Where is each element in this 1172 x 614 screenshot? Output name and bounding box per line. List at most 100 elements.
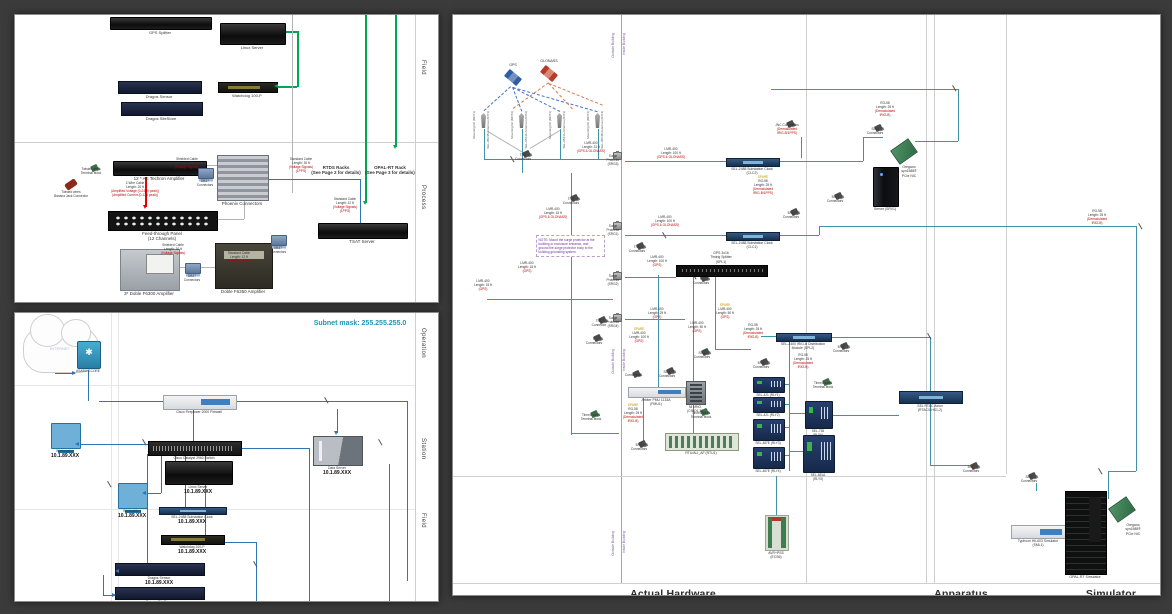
oregano-nic-2-icon xyxy=(1108,496,1136,523)
cable-spare-lmr400-50-text: SPARE xyxy=(719,302,731,307)
surge-protector-srg4-icon xyxy=(613,312,622,322)
connector-line xyxy=(571,173,572,435)
cable-lmr400-50-text: LMR-400 Length: 50 ft xyxy=(688,320,706,329)
arrowhead-icon xyxy=(143,205,147,209)
db37-connectors-b-text: DB37 Connectors xyxy=(269,245,287,254)
asa-firewall: ASA5506-CORE xyxy=(76,369,100,373)
db37-connectors-c-icon xyxy=(185,263,201,274)
connector-line xyxy=(487,299,613,300)
connector-line xyxy=(761,336,776,337)
cable-lmr400-15a: LMR-400 Length: 15 ft(GPS & GLONASS) xyxy=(539,207,567,219)
connector-line xyxy=(658,275,659,387)
bnc-connectors-1-text: BNC Connectors xyxy=(826,194,844,203)
connector-line xyxy=(693,403,694,433)
connector-line xyxy=(284,31,298,33)
cable-spare-rg58-25-f-text: RG-58 Length: 25 ft xyxy=(624,406,642,415)
connector-line xyxy=(1138,223,1143,230)
connector-line xyxy=(863,137,883,138)
cable-lmr400-100c: LMR-400 Length: 100 ft(GPS) xyxy=(647,255,667,267)
linux-server-icon xyxy=(220,23,286,45)
connector-line xyxy=(789,413,805,414)
rtds-racks-note-text: RTDS Racks (See Page 2 for details) xyxy=(311,164,361,176)
server-srv1-icon xyxy=(873,167,899,207)
glonass-satellite-icon xyxy=(539,64,559,83)
cable-standard-12b: Standard Cable Length: 12 ft(Voltage Sig… xyxy=(333,197,357,213)
bnc-connectors-1: BNC Connectors xyxy=(827,195,843,203)
connector-line xyxy=(88,367,89,401)
gps-satellite-icon xyxy=(503,68,523,87)
sel2400-irigb-spl2-icon xyxy=(776,333,832,342)
db37-connectors-a: DB37 Connectors xyxy=(197,179,213,187)
data-server-text: 10.1.89.XXX xyxy=(322,469,352,476)
glonass-satellite-text: GLONASS xyxy=(540,59,558,63)
cable-rg58-25-c-text: RG-58 Length: 25 ft xyxy=(744,322,762,331)
dragos-sitestore: Dragos SiteStore xyxy=(146,116,176,121)
linux-server: Linux Server xyxy=(241,45,263,50)
bnc-connectors-3: BNC Connectors xyxy=(833,345,849,353)
gps-splitter: GPS Splitter xyxy=(149,30,171,35)
connector-line xyxy=(819,226,820,235)
arbiter-pmu-1133a-text: Arbiter PMU 1133A (PMU1) xyxy=(641,397,671,406)
feedthrough-panel-text: Feed-through Panel (12 Channels) xyxy=(142,230,182,242)
mounting-kit-2: Mounting Kit (MNT2) xyxy=(510,111,514,139)
sel-rtac-axion: SEL RTAC Axion (RTAC/CHS1-2) xyxy=(917,404,942,413)
watchdog-100p-2-text: Watchdog 100-P xyxy=(179,544,205,549)
twisted-terminal-block-text: Twisted wires Terminal block xyxy=(80,166,102,175)
cable-shielded-30-text: (Voltage Signals) xyxy=(160,250,186,255)
connector-line xyxy=(776,476,777,517)
cable-lmr400-15b-text: (GPS) xyxy=(478,286,488,291)
bnc-connectors-5-text: BNC Connectors xyxy=(630,442,648,451)
data-server-icon xyxy=(313,436,363,466)
arrowhead-icon xyxy=(112,593,116,597)
avr-pss-ecs6-text: AVR+PSS (ECS6) xyxy=(768,550,784,559)
sel2488-clock-clc1-text: SEL-2488 Substation Clock (CLC1) xyxy=(731,240,773,249)
arrowhead-icon xyxy=(363,201,367,205)
gps-timing-splitter-spl1: GPS 3x16 Timing Splitter (SPL1) xyxy=(710,251,732,264)
connector-line xyxy=(244,199,245,219)
connector-line xyxy=(118,313,119,601)
connector-line xyxy=(55,373,75,374)
connector-line xyxy=(863,137,864,161)
connector-line xyxy=(783,404,789,405)
db37-connectors-b: DB37 Connectors xyxy=(270,246,286,254)
sel735: SEL-735 (RLY6) xyxy=(812,429,824,437)
doble-f6300-amplifier-icon xyxy=(120,249,180,291)
gps-timing-splitter-spl1-text: GPS 3x16 Timing Splitter (SPL1) xyxy=(710,251,732,264)
cable-standard-12a-text: (Voltage Signals) xyxy=(226,258,252,263)
avr-pss-ecs6-icon xyxy=(765,515,789,551)
connector-line xyxy=(267,179,360,180)
connector-line xyxy=(560,129,561,159)
cable-lmr400-15c: LMR-400 Length: 15 ft(GPS) xyxy=(518,261,536,273)
cable-spare-lmr400-100-text: LMR-400 Length: 100 ft xyxy=(629,330,649,339)
connector-line xyxy=(930,402,931,465)
arbiter-pmu-1133a-icon xyxy=(628,387,686,398)
surge-protector-srg3-text: Surge Protector (SRG3) xyxy=(606,153,620,166)
surge-protector-srg1: Surge Protector (SRG1) xyxy=(607,224,620,236)
mounting-kit-4: Mounting Kit (MNT4) xyxy=(586,111,590,139)
oregano-nic-1-icon xyxy=(890,138,918,165)
station-side-label: Station xyxy=(420,438,426,460)
connector-line xyxy=(934,15,935,583)
cable-rg58-25-a: RG-58 Length: 25 ft(Demodulated IRIG-B) xyxy=(875,101,895,117)
apparatus-label-text: Apparatus xyxy=(934,587,988,596)
sel2488-clock-clc2-text: SEL-2488 Substation Clock (CLC2) xyxy=(731,166,773,175)
typhoon-hil603-text: Typhoon HIL603 Simulator (SML1) xyxy=(1017,538,1059,547)
connector-line xyxy=(778,161,863,162)
cable-rg58-25-d: RG-58 Length: 25 ft(Demodulated IRIG-B) xyxy=(793,353,813,369)
dragos-sitestore-text: Dragos SiteStore xyxy=(145,115,177,121)
surge-protector-srg3-icon xyxy=(613,150,622,160)
cable-shielded-32-text: Shielded Cable Length: 32 ft xyxy=(176,156,198,165)
inside-building-label-2: Inside Building xyxy=(622,349,626,372)
workstation-2-text: 10.1.89.XXX xyxy=(117,512,147,519)
connector-line xyxy=(453,583,1160,584)
surge-protector-srg2: Surge Protector (SRG2) xyxy=(607,274,620,286)
gps-splitter-icon xyxy=(110,17,212,30)
jnc-connectors-text: (Demodulated IRIG-B/1PPS) xyxy=(776,126,798,135)
sel487e-rly4-icon xyxy=(753,447,785,469)
antenna-2-label: SEL-9524A Antenna (ANT2) xyxy=(524,111,528,149)
